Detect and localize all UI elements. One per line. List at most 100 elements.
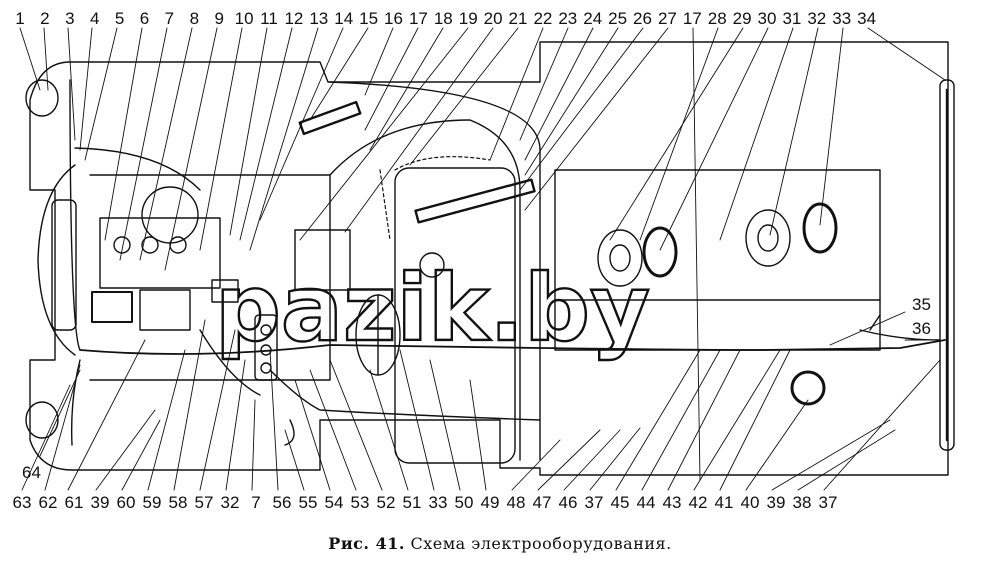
- callout-top-29: 29: [733, 9, 752, 28]
- callout-top-9: 10: [235, 9, 254, 28]
- callout-bottom-22: 37: [585, 493, 604, 512]
- callout-bottom-16: 33: [429, 493, 448, 512]
- callout-top-5: 6: [140, 9, 149, 28]
- callout-top-21: 22: [533, 9, 552, 28]
- caption-label: Рис. 41.: [328, 534, 405, 553]
- callout-top-22: 23: [558, 9, 577, 28]
- callout-top-23: 24: [583, 9, 602, 28]
- callout-top-12: 13: [309, 9, 328, 28]
- rear-bumper: [939, 79, 955, 451]
- callout-top-30: 30: [758, 9, 777, 28]
- callout-bottom-2: 61: [65, 493, 84, 512]
- callout-top-4: 5: [115, 9, 124, 28]
- front-grille: [51, 199, 77, 331]
- callout-bottom-17: 50: [455, 493, 474, 512]
- callout-bottom-7: 57: [195, 493, 214, 512]
- callout-bottom-23: 45: [611, 493, 630, 512]
- callout-top-6: 7: [165, 9, 174, 28]
- hood: [37, 164, 76, 356]
- heater: [294, 229, 351, 291]
- callout-bottom-25: 43: [663, 493, 682, 512]
- callout-top-20: 21: [509, 9, 528, 28]
- callout-top-26: 27: [658, 9, 677, 28]
- headlight-left-bottom: [25, 401, 59, 439]
- callout-bottom-1: 62: [39, 493, 58, 512]
- caption-text: Схема электрооборудования.: [410, 534, 672, 553]
- callout-bottom-28: 40: [741, 493, 760, 512]
- engine-block: [99, 217, 221, 289]
- callout-bottom-13: 53: [351, 493, 370, 512]
- callout-35: 35: [912, 295, 931, 314]
- callout-top-19: 20: [484, 9, 503, 28]
- callout-bottom-3: 39: [91, 493, 110, 512]
- dome-light: [419, 252, 445, 278]
- instrument-panel: [254, 314, 278, 381]
- headlight-left-top: [25, 79, 59, 117]
- callout-bottom-30: 38: [793, 493, 812, 512]
- callout-bottom-8: 32: [221, 493, 240, 512]
- callout-bottom-18: 49: [481, 493, 500, 512]
- battery: [91, 291, 133, 323]
- air-filter: [141, 186, 199, 244]
- callout-bottom-11: 55: [299, 493, 318, 512]
- callout-bottom-21: 46: [559, 493, 578, 512]
- callout-bottom-15: 51: [403, 493, 422, 512]
- rear-lamp-c: [745, 209, 791, 267]
- callout-bottom-29: 39: [767, 493, 786, 512]
- callout-top-8: 9: [214, 9, 223, 28]
- inner-panel: [394, 167, 516, 464]
- callout-bottom-12: 54: [325, 493, 344, 512]
- rear-lamp-b: [642, 226, 678, 278]
- engine-compartment: [89, 174, 331, 381]
- callout-top-13: 14: [334, 9, 353, 28]
- callout-top-1: 2: [40, 9, 49, 28]
- callout-top-10: 11: [260, 9, 278, 28]
- callout-top-3: 4: [90, 9, 99, 28]
- callout-bottom-26: 42: [689, 493, 708, 512]
- callout-top-28: 28: [708, 9, 727, 28]
- callout-bottom-6: 58: [169, 493, 188, 512]
- callout-bottom-14: 52: [377, 493, 396, 512]
- callout-top-0: 1: [15, 9, 24, 28]
- callout-top-7: 8: [190, 9, 199, 28]
- callout-top-34: 34: [857, 9, 876, 28]
- main-harness: [79, 339, 946, 355]
- watermark: pazik.by: [215, 255, 650, 362]
- callout-top-27: 17: [683, 9, 702, 28]
- callout-bottom-24: 44: [637, 493, 656, 512]
- distributor: [211, 279, 239, 303]
- callout-bottom-19: 48: [507, 493, 526, 512]
- callout-top-24: 25: [608, 9, 627, 28]
- cabin-wall: [329, 81, 541, 461]
- callout-bottom-9: 7: [251, 493, 260, 512]
- callout-64: 64: [22, 463, 41, 482]
- callout-bottom-5: 59: [143, 493, 162, 512]
- callout-top-16: 17: [409, 9, 428, 28]
- wiring-diagram: pazik.by 1234567891011121314151617181920…: [13, 9, 955, 512]
- callout-bottom-20: 47: [533, 493, 552, 512]
- callout-top-15: 16: [384, 9, 403, 28]
- callout-top-33: 33: [832, 9, 851, 28]
- generator: [139, 289, 191, 331]
- body-outline: [29, 41, 949, 476]
- callout-top-31: 31: [782, 9, 801, 28]
- callout-bottom-0: 63: [13, 493, 32, 512]
- callout-bottom-31: 37: [819, 493, 838, 512]
- callout-top-25: 26: [633, 9, 652, 28]
- callout-top-32: 32: [807, 9, 826, 28]
- callout-top-17: 18: [434, 9, 453, 28]
- callout-top-11: 12: [284, 9, 303, 28]
- reflector: [790, 370, 826, 406]
- callout-bottom-27: 41: [715, 493, 734, 512]
- ground-strip-lower: [414, 178, 536, 224]
- ground-strip-upper: [298, 100, 362, 136]
- callout-top-2: 3: [65, 9, 74, 28]
- callout-top-18: 19: [459, 9, 478, 28]
- rear-lamp-a: [597, 229, 643, 287]
- callout-36: 36: [912, 319, 931, 338]
- rear-lamp-d: [802, 202, 838, 254]
- callout-bottom-10: 56: [273, 493, 292, 512]
